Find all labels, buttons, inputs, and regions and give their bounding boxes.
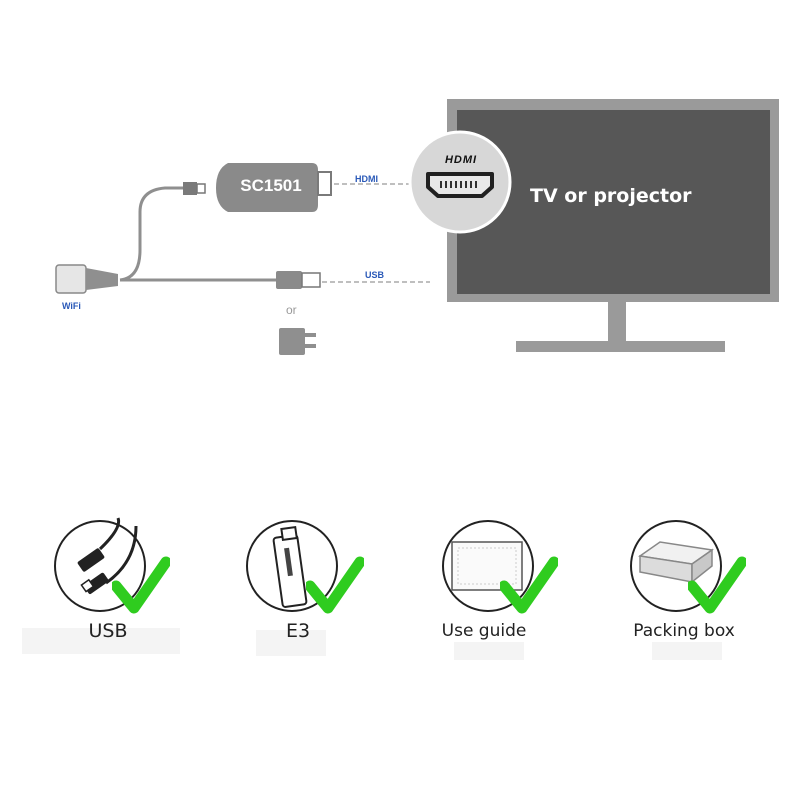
wifi-connector-icon xyxy=(55,264,118,294)
label-band xyxy=(256,630,326,656)
check-icon xyxy=(112,556,170,614)
device-label: SC1501 xyxy=(240,176,302,195)
package-contents: USB E3 Use guide Packing box xyxy=(0,500,800,670)
check-icon xyxy=(500,556,558,614)
usb-line-label: USB xyxy=(365,270,385,280)
check-icon xyxy=(688,556,746,614)
usb-plug-icon xyxy=(276,271,321,289)
power-adapter-icon xyxy=(279,328,316,355)
wifi-label: WiFi xyxy=(62,301,81,311)
check-icon xyxy=(306,556,364,614)
hdmi-line-label: HDMI xyxy=(355,174,378,184)
hdmi-port-icon xyxy=(408,130,512,234)
label-band xyxy=(22,628,180,654)
package-item-label: Use guide xyxy=(441,621,527,641)
package-item-label: Packing box xyxy=(633,621,735,641)
tv-label: TV or projector xyxy=(530,185,692,207)
package-item-label: USB xyxy=(88,620,128,642)
or-label: or xyxy=(286,303,297,317)
tv-icon xyxy=(447,99,779,352)
label-band xyxy=(652,642,722,660)
connection-diagram xyxy=(55,99,779,355)
dongle-device-icon xyxy=(216,163,332,212)
package-item-label: E3 xyxy=(285,620,311,642)
y-cable xyxy=(119,186,276,282)
micro-usb-plug-icon xyxy=(183,182,206,195)
label-band xyxy=(454,642,524,660)
hdmi-logo: HDMI xyxy=(444,154,478,166)
